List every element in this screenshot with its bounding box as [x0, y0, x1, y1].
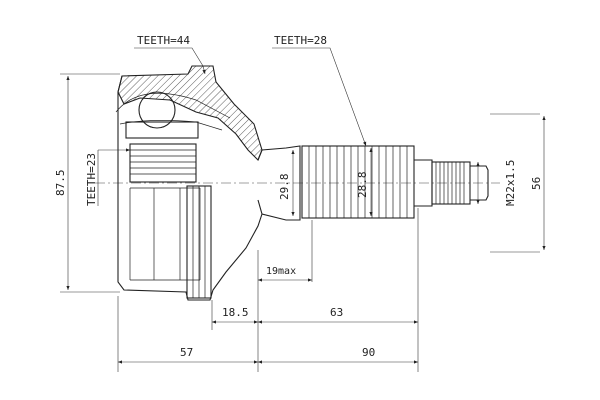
dim-90: 90	[362, 346, 375, 359]
ball-cage-assembly	[115, 91, 231, 183]
dim-87-5: 87.5	[54, 170, 67, 197]
label-teeth-23: TEETH=23	[85, 153, 98, 206]
dim-m22-thread: M22x1.5	[504, 160, 517, 206]
abs-tone-ring	[186, 185, 212, 299]
dim-56: 56	[530, 177, 543, 190]
outer-bell-housing	[117, 65, 263, 301]
dim-63: 63	[330, 306, 343, 319]
leader-lines	[97, 47, 367, 206]
dim-57: 57	[180, 346, 193, 359]
dim-28-8: 28.8	[356, 172, 369, 199]
shaft-thread	[435, 162, 465, 204]
dimension-lines	[66, 76, 546, 364]
extension-lines	[60, 73, 540, 372]
dim-18-5: 18.5	[222, 306, 249, 319]
label-teeth-44: TEETH=44	[137, 34, 190, 47]
dim-29-8: 29.8	[278, 174, 291, 201]
dim-19-max: 19max	[266, 266, 296, 277]
label-teeth-28: TEETH=28	[274, 34, 327, 47]
